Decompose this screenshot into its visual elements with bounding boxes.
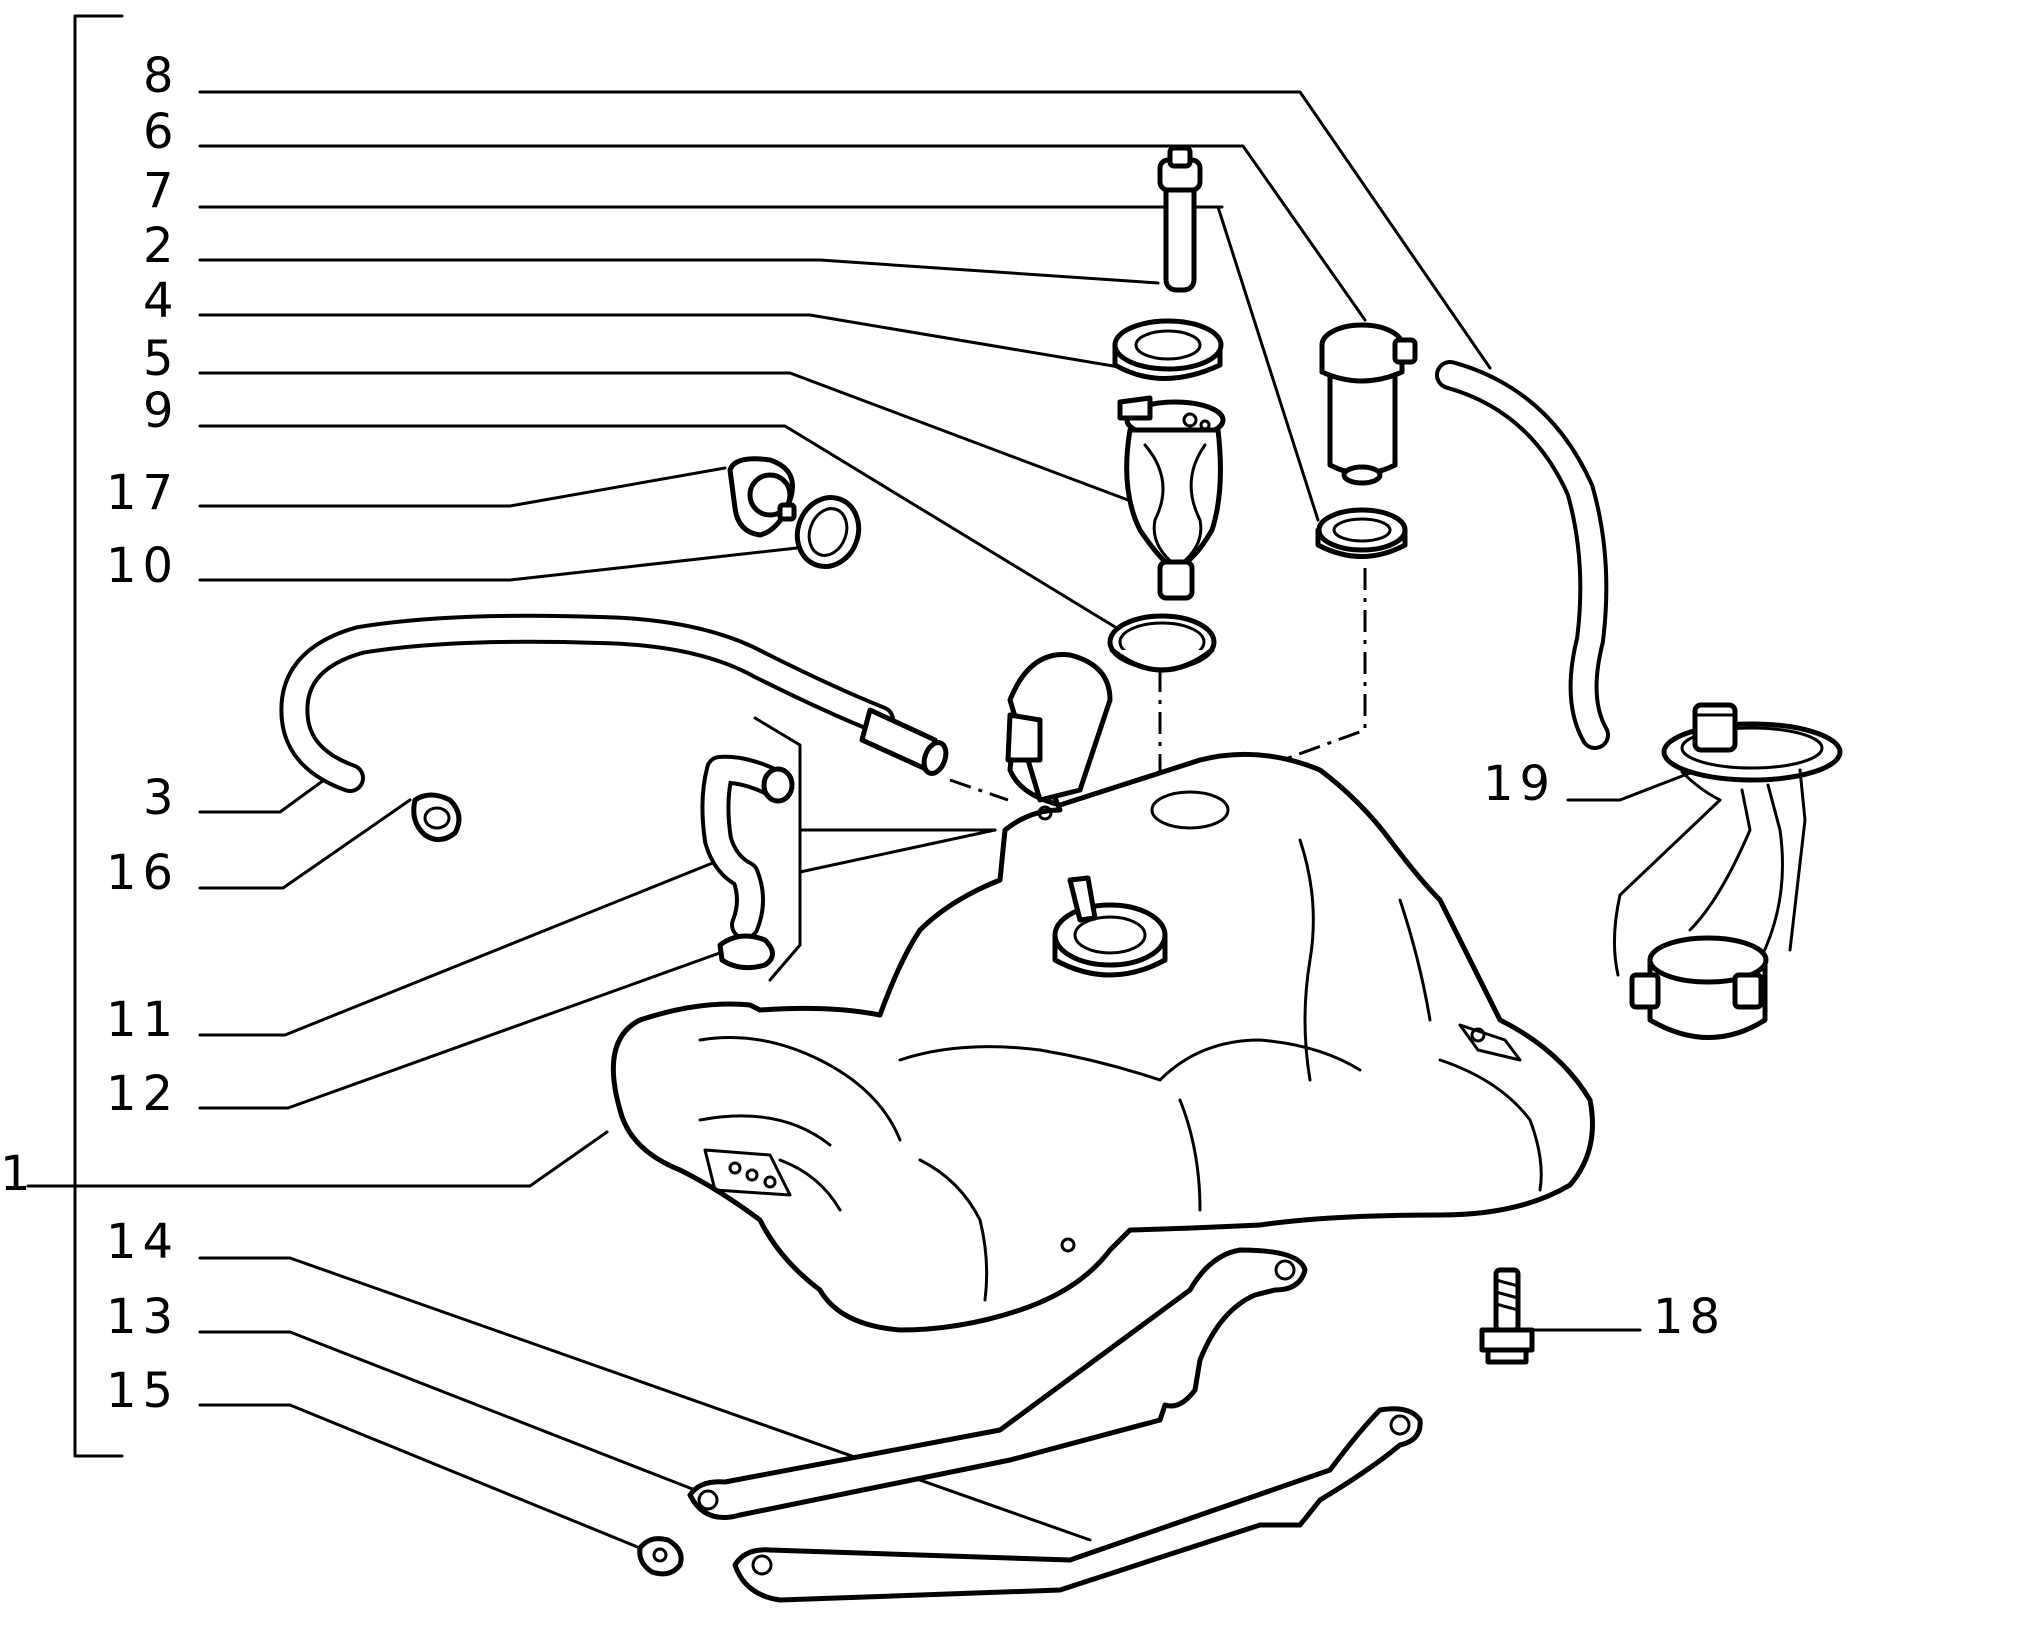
leader-5: [198, 371, 1130, 502]
callout-3: 3: [143, 770, 180, 826]
leader-12: [198, 948, 730, 1110]
leader-10: [198, 546, 799, 582]
part-12-clamp: [717, 933, 775, 971]
callout-13: 13: [106, 1289, 179, 1345]
leader-17: [198, 466, 727, 508]
leader-19: [1566, 771, 1692, 802]
part-9-pump-gasket: [1107, 613, 1217, 673]
part-19-pump-module: [1612, 702, 1843, 1040]
leader-vent-b: [798, 828, 997, 874]
leader-11: [198, 854, 732, 1037]
part-15-nut: [637, 1536, 684, 1577]
callout-5: 5: [143, 331, 180, 387]
part-5-fuel-pump: [1117, 395, 1226, 601]
part-4-lock-ring: [1112, 318, 1224, 381]
axis-filter: [1199, 568, 1367, 792]
leader-14: [198, 1256, 1092, 1542]
callout-17: 17: [106, 465, 179, 521]
part-2-sender-tube: [1157, 145, 1203, 293]
leader-1: [26, 1130, 609, 1188]
leader-8: [198, 90, 1492, 370]
part-3-filler-pipe: [279, 613, 949, 793]
callout-1: 1: [0, 1146, 37, 1202]
callout-6: 6: [143, 104, 180, 160]
leader-15: [198, 1403, 642, 1550]
callout-14: 14: [106, 1214, 179, 1270]
part-8-hose: [1435, 360, 1610, 750]
leader-9: [198, 424, 1122, 632]
leader-4: [198, 313, 1127, 370]
callout-11: 11: [106, 992, 179, 1048]
callout-12: 12: [106, 1066, 179, 1122]
callout-19: 19: [1483, 756, 1556, 812]
callout-15: 15: [106, 1363, 179, 1419]
leader-3: [198, 770, 337, 814]
leader-vent-a: [753, 716, 997, 982]
part-16-clamp: [411, 792, 462, 842]
leader-7: [198, 205, 1320, 522]
callout-4: 4: [143, 273, 180, 329]
part-17-valve: [727, 456, 797, 538]
part-1-fuel-tank: [610, 652, 1595, 1333]
leader-2: [198, 258, 1160, 285]
leader-13: [198, 1330, 697, 1492]
callout-8: 8: [143, 48, 180, 104]
callout-18: 18: [1653, 1289, 1726, 1345]
callout-9: 9: [143, 383, 180, 439]
leader-6: [198, 144, 1367, 322]
callout-2: 2: [143, 218, 180, 274]
callout-16: 16: [106, 845, 179, 901]
part-14-strap-rear: [732, 1406, 1423, 1603]
axis-hose: [949, 778, 1009, 802]
part-18-bolt: [1479, 1267, 1535, 1365]
part-11-vent-hose: [700, 754, 795, 940]
leader-16: [198, 798, 412, 890]
part-13-strap-front: [687, 1247, 1308, 1520]
part-10-grommet: [794, 495, 862, 569]
assembly-bracket: [73, 14, 124, 1458]
callout-10: 10: [106, 538, 179, 594]
part-6-filter: [1319, 322, 1418, 486]
callout-7: 7: [143, 163, 180, 219]
part-7-filter-seal: [1315, 507, 1408, 559]
